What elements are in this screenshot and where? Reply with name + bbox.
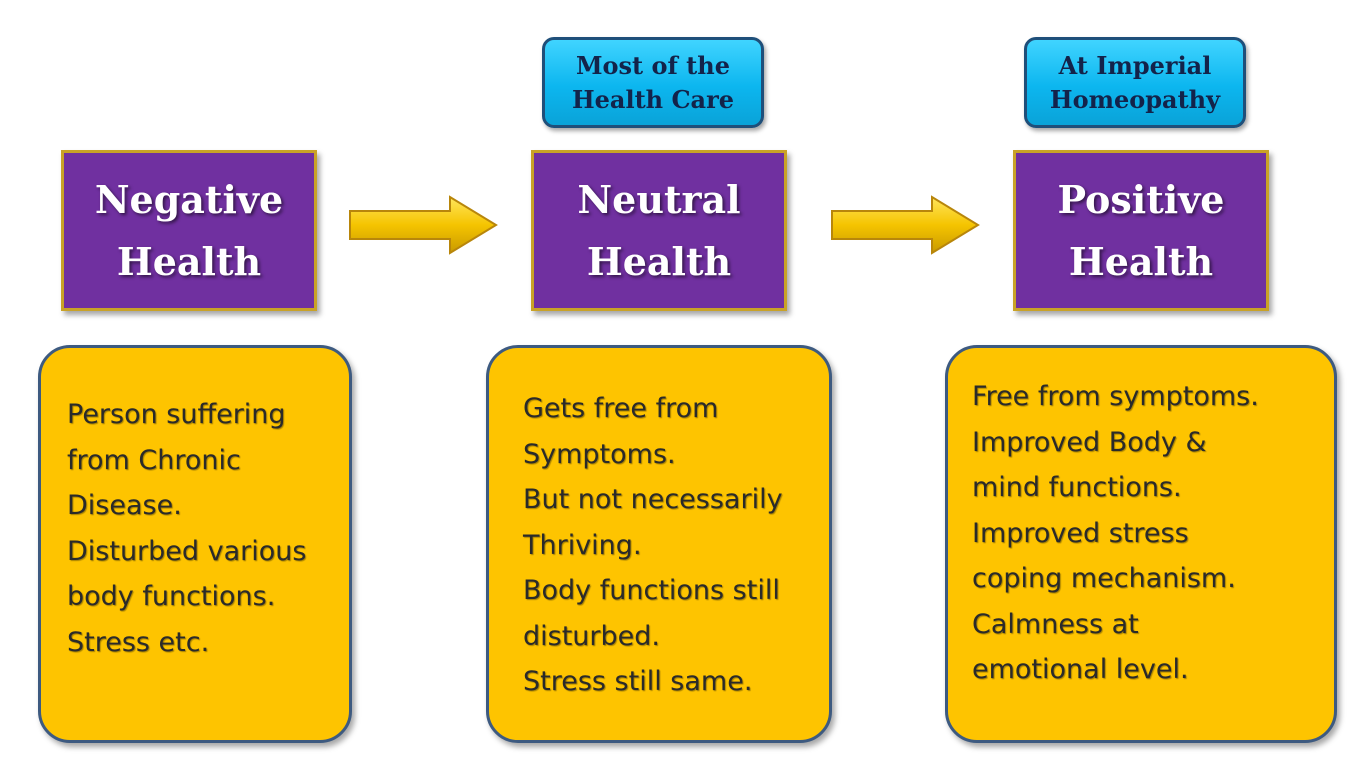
stage-negative-health: Negative Health (61, 150, 317, 311)
description-negative-health: Person suffering from Chronic Disease. D… (38, 345, 352, 743)
right-arrow-icon (349, 195, 498, 255)
stage-positive-health: Positive Health (1013, 150, 1269, 311)
tag-most-health-care: Most of the Health Care (542, 37, 764, 128)
right-arrow-icon (831, 195, 980, 255)
stage-neutral-health: Neutral Health (531, 150, 787, 311)
description-neutral-health: Gets free from Symptoms. But not necessa… (486, 345, 832, 743)
tag-imperial-homeopathy: At Imperial Homeopathy (1024, 37, 1246, 128)
description-positive-health: Free from symptoms. Improved Body & mind… (945, 345, 1337, 743)
